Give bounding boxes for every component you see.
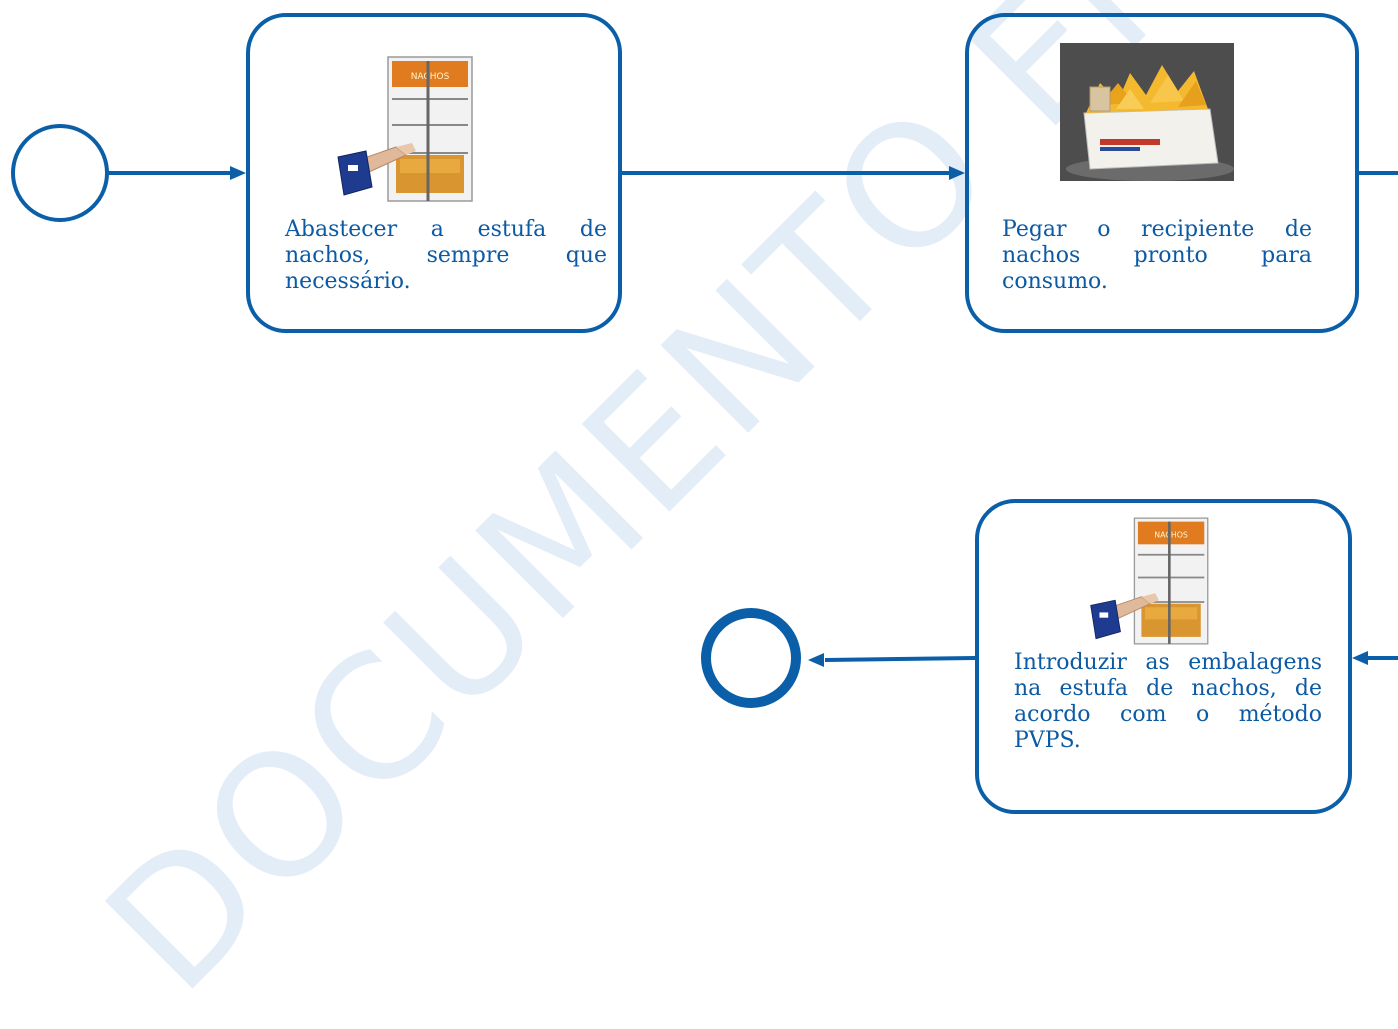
end-event[interactable] (701, 608, 801, 708)
task-label: Abastecer a estufa de nachos, sempre que… (285, 217, 607, 294)
flow-task3-to-end (824, 656, 976, 662)
nacho-warmer-filling-photo: NACHOS (1090, 517, 1209, 645)
task-label: Pegar o recipiente de nachos pronto para… (1002, 217, 1312, 294)
task-label: Introduzir as embalagens na estufa de na… (1014, 650, 1322, 753)
arrowhead-icon (1352, 651, 1368, 665)
arrowhead-icon (230, 166, 246, 180)
task-introduzir-embalagens[interactable]: NACHOS Introduzir as embalagens na estuf… (975, 499, 1352, 814)
nachos-tray-photo (1060, 43, 1234, 181)
start-event[interactable] (11, 124, 109, 222)
task-pegar-recipiente[interactable]: Pegar o recipiente de nachos pronto para… (965, 13, 1359, 333)
svg-text:NACHOS: NACHOS (411, 72, 450, 82)
flow-connectors (11, 124, 1398, 708)
task-abastecer-estufa[interactable]: NACHOS Abastecer a estufa de nachos, sem… (246, 13, 622, 333)
svg-text:NACHOS: NACHOS (1154, 530, 1188, 539)
arrowhead-icon (808, 653, 824, 667)
nacho-warmer-filling-photo: NACHOS (337, 56, 473, 202)
arrowhead-icon (949, 166, 965, 180)
